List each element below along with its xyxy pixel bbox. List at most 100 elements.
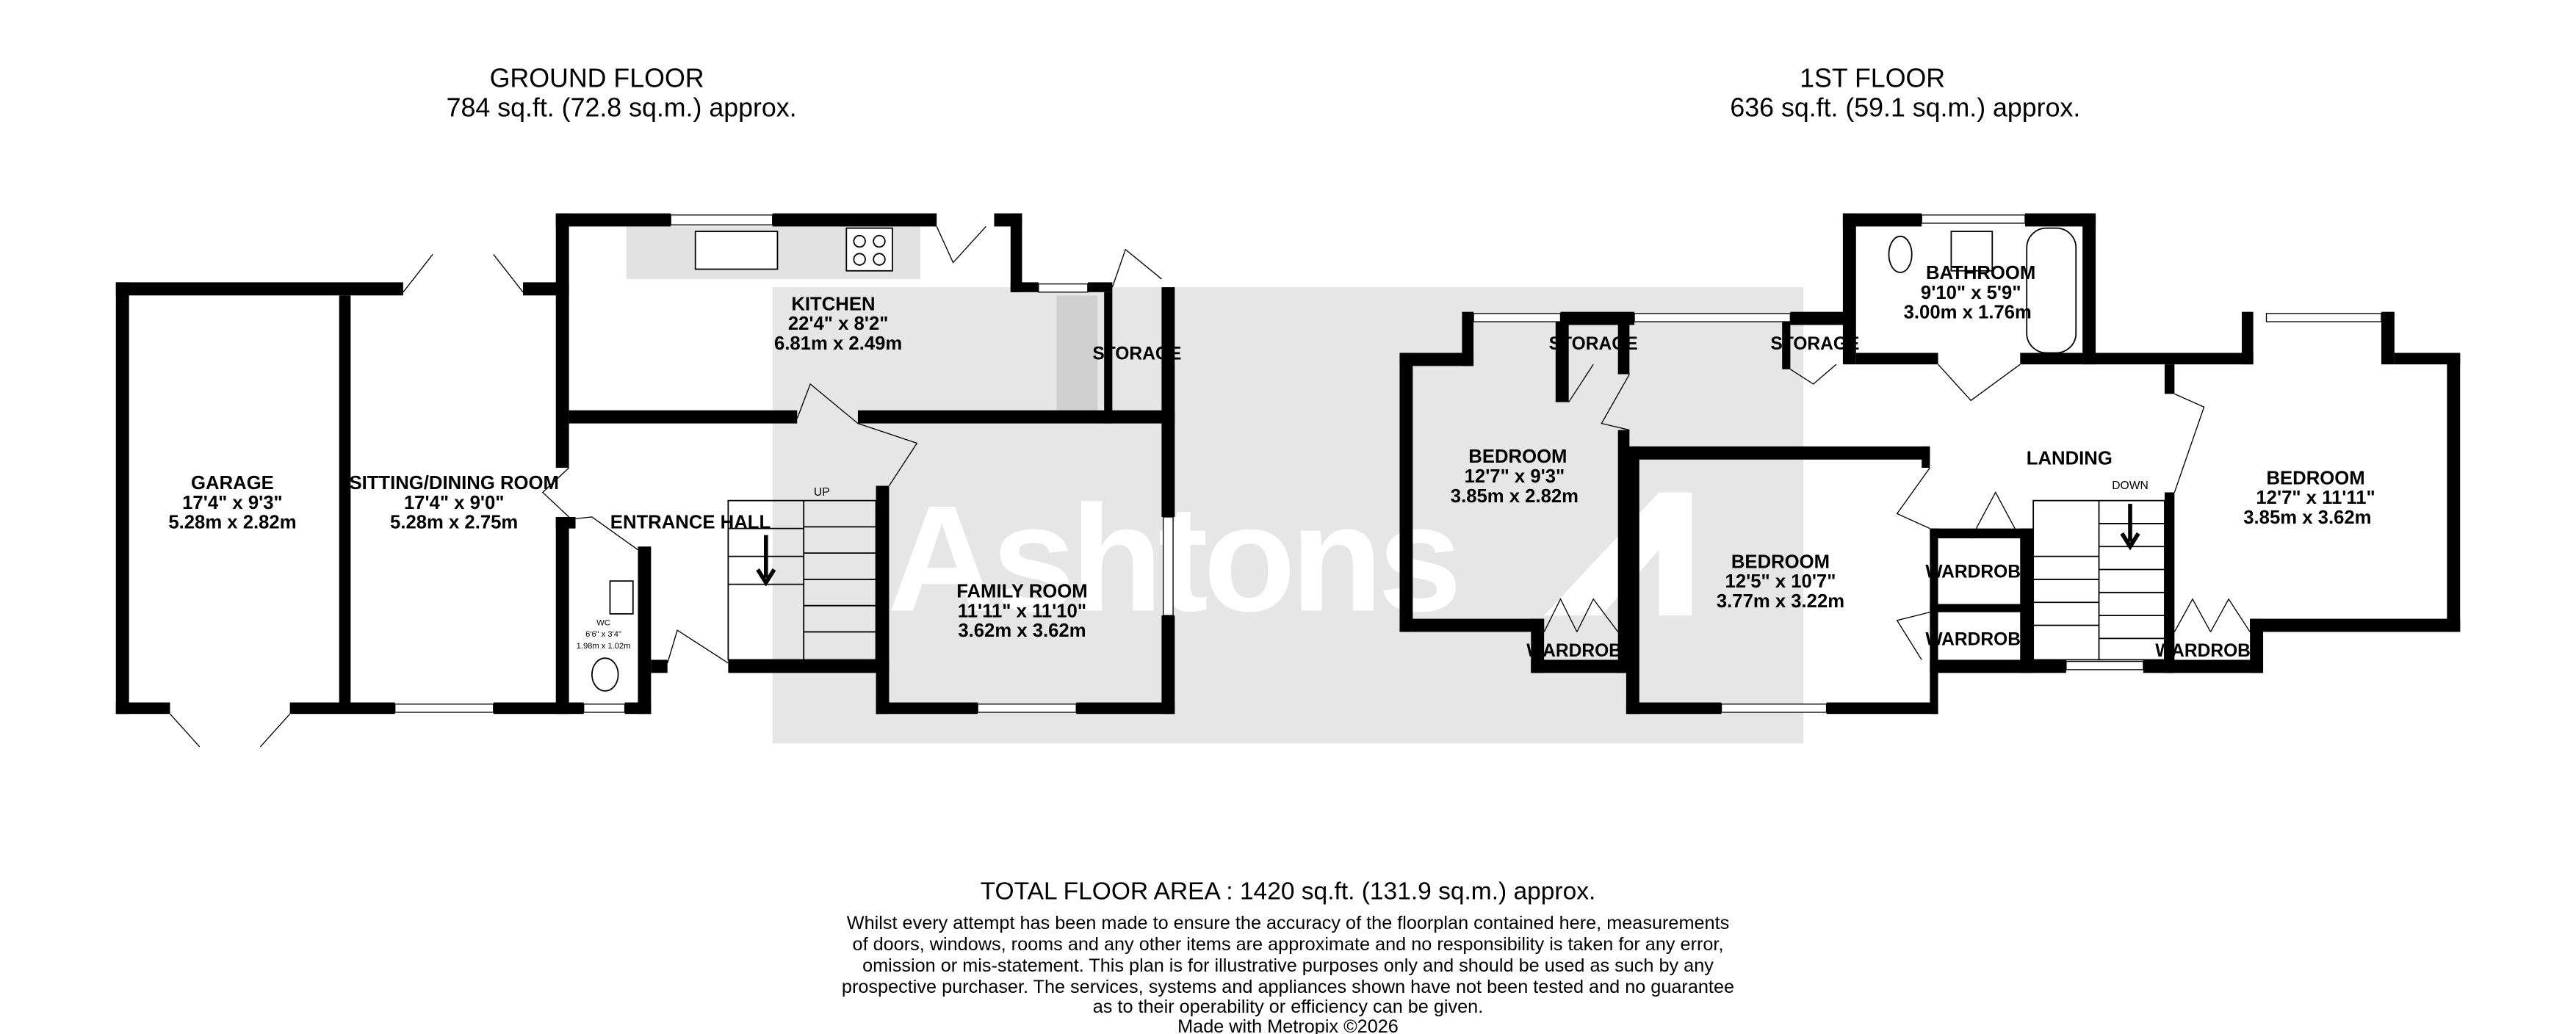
wall [1399,618,1545,632]
hob-icon [845,227,893,272]
bedroom-metric: 3.85m x 3.62m [2243,507,2371,528]
wall [1855,352,1938,365]
wall [1626,446,1639,715]
wall [1555,319,1569,402]
bathroom-label: BATHROOM [1926,263,2035,283]
storage-label: STORAGE [1549,334,1638,354]
kitchen-imperial: 22'4" x 8'2" [788,314,889,334]
door-swing [1938,364,2021,402]
bedroom-label: BEDROOM [2266,468,2364,488]
wall [2082,213,2096,365]
bathroom-imperial: 9'10" x 5'9" [1921,283,2021,303]
window [670,214,773,225]
wc-imperial: 6'6" x 3'4" [585,630,621,639]
wall [1842,213,1922,227]
door-swing [2173,598,2251,632]
disclaimer-line: omission or mis-statement. This plan is … [862,955,1714,976]
arrow-down-icon [756,535,776,587]
wall [728,659,890,673]
watermark-logo [870,459,1496,640]
storage-label: STORAGE [1092,344,1181,364]
wall [1161,287,1175,517]
bedroom-label: BEDROOM [1468,446,1567,467]
door-swing [575,516,638,551]
door-swing [1970,491,2021,539]
wall [1161,615,1175,715]
wall [2020,528,2034,673]
wardrobe-label: WARDROBE [1526,641,1634,661]
wall [772,213,937,227]
wall [1399,352,1474,366]
door-swing [936,225,986,264]
wall [555,213,671,227]
toilet-icon [1888,235,1913,273]
door-swing [1111,248,1162,288]
sitting-room-label: SITTING/DINING ROOM [349,473,558,494]
wall [1010,213,1022,292]
wall [115,282,129,715]
storage-label: STORAGE [1770,334,1859,354]
door-swing [541,467,570,518]
wall [1617,319,1630,375]
wall [1922,446,1930,468]
wall [115,282,403,296]
window [2066,661,2144,670]
door-swing [857,422,918,486]
first-floor-title: 1ST FLOOR [1800,63,1945,93]
window [2265,313,2382,322]
wall [1399,352,1413,632]
disclaimer-line: Whilst every attempt has been made to en… [847,913,1729,933]
family-room-label: FAMILY ROOM [956,582,1087,602]
basin-icon [609,580,634,615]
disclaimer-line: prospective purchaser. The services, sys… [842,977,1734,997]
kitchen-metric: 6.81m x 2.49m [774,333,902,354]
window [583,704,626,713]
staircase [727,499,877,661]
door-swing [2173,393,2205,493]
ground-floor-title: GROUND FLOOR [490,63,704,93]
toilet-icon [591,657,619,692]
family-room-metric: 3.62m x 3.62m [958,621,1086,641]
wall [1010,282,1039,292]
disclaimer-line: as to their operability or efficiency ca… [1093,997,1483,1017]
wall [555,517,576,529]
wall [2024,213,2096,227]
wall [2250,618,2461,632]
wall [2394,352,2461,365]
garage-metric: 5.28m x 2.82m [168,513,296,533]
wall [569,410,798,424]
wall [1631,446,1930,460]
wall [1930,659,2066,673]
disclaimer-line: of doors, windows, rooms and any other i… [853,934,1724,955]
wall [1790,311,1848,325]
bedroom-imperial: 12'7" x 11'11" [2256,488,2375,508]
wall [2164,492,2175,673]
wall [651,659,668,673]
wall [493,702,584,715]
wall [1930,528,1938,715]
bedroom-imperial: 12'7" x 9'3" [1465,466,1565,487]
kitchen-label: KITCHEN [791,294,875,314]
door-swing [1568,364,1630,431]
stairs-up-label: UP [814,486,830,499]
bedroom-metric: 3.77m x 3.22m [1717,591,1844,612]
window [1473,313,1562,322]
wall [555,517,569,715]
sitting-room-imperial: 17'4" x 9'0" [404,493,505,513]
door-swing [1896,467,1930,529]
total-floor-area: TOTAL FLOOR AREA : 1420 sq.ft. (131.9 sq… [981,878,1596,905]
window [977,704,1077,713]
wall [1076,702,1175,715]
wall [2241,311,2254,365]
first-floor-area: 636 sq.ft. (59.1 sq.m.) approx. [1730,93,2080,123]
wc-label: WC [596,619,610,628]
metropix-credit: Made with Metropix ©2026 [1177,1016,1399,1034]
wall [555,213,569,468]
wall [857,410,1175,424]
garage-imperial: 17'4" x 9'3" [182,493,283,513]
door-swing [1790,364,1837,385]
wall [1842,213,1856,365]
wall [339,295,351,703]
ground-floor-area: 784 sq.ft. (72.8 sq.m.) approx. [447,93,797,123]
wall [2164,659,2264,673]
